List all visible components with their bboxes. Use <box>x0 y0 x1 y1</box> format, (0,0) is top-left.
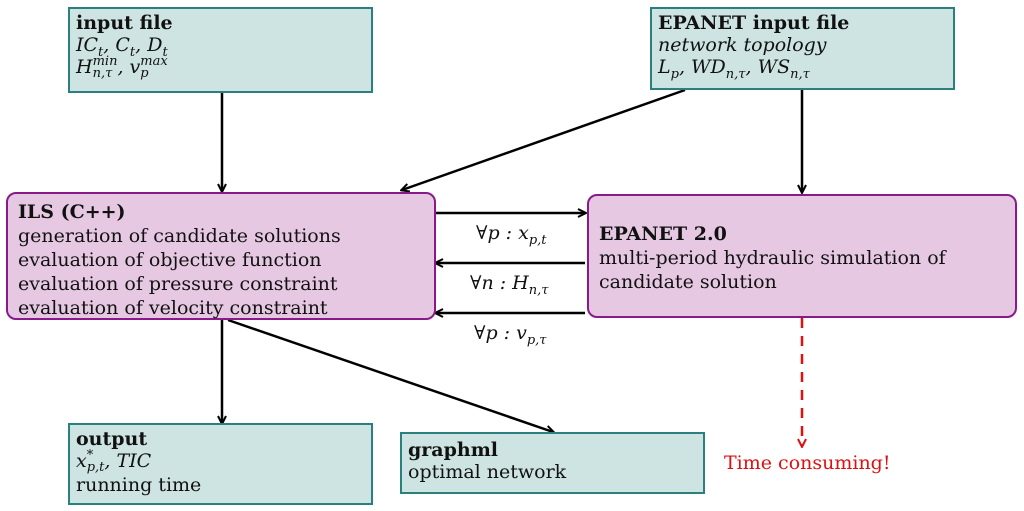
time-consuming-note: Time consuming! <box>724 452 891 474</box>
epanet-input-subtitle: network topology <box>658 34 827 56</box>
graphml-title: graphml <box>408 439 499 461</box>
epanet-input-params: Lp, WDn,τ, WSn,τ <box>658 56 810 82</box>
epanet2-desc-line2: candidate solution <box>599 271 777 293</box>
ils-title: ILS (C++) <box>18 201 126 223</box>
arrow-epanet-input-to-ils <box>402 88 686 190</box>
output-title: output <box>76 428 148 450</box>
ils-box: ILS (C++) generation of candidate soluti… <box>6 192 436 320</box>
graphml-box: graphml optimal network <box>400 432 705 494</box>
graphml-desc: optimal network <box>408 461 567 483</box>
epanet2-box: EPANET 2.0 multi-period hydraulic simula… <box>587 194 1017 318</box>
epanet-input-file-box: EPANET input file network topology Lp, W… <box>650 7 955 90</box>
edge-label-x: ∀p : xp,t <box>476 222 547 248</box>
edge-label-h: ∀n : Hn,τ <box>470 272 549 298</box>
output-running-time: running time <box>76 474 202 496</box>
ils-item: evaluation of pressure constraint <box>18 273 338 295</box>
epanet2-desc-line1: multi-period hydraulic simulation of <box>599 247 946 269</box>
arrow-ils-to-graphml <box>227 318 553 432</box>
epanet2-title: EPANET 2.0 <box>599 223 727 245</box>
input-file-title: input file <box>76 12 173 34</box>
output-box: output x*p,t, TIC running time <box>68 423 373 505</box>
input-file-params: ICt, Ct, Dt <box>76 34 168 60</box>
ils-item: evaluation of objective function <box>18 249 322 271</box>
output-solution: x*p,t, TIC <box>76 448 152 475</box>
ils-item: evaluation of velocity constraint <box>18 297 328 319</box>
epanet-input-title: EPANET input file <box>658 12 850 34</box>
edge-label-v: ∀p : vp,τ <box>474 322 547 348</box>
ils-item: generation of candidate solutions <box>18 225 341 247</box>
